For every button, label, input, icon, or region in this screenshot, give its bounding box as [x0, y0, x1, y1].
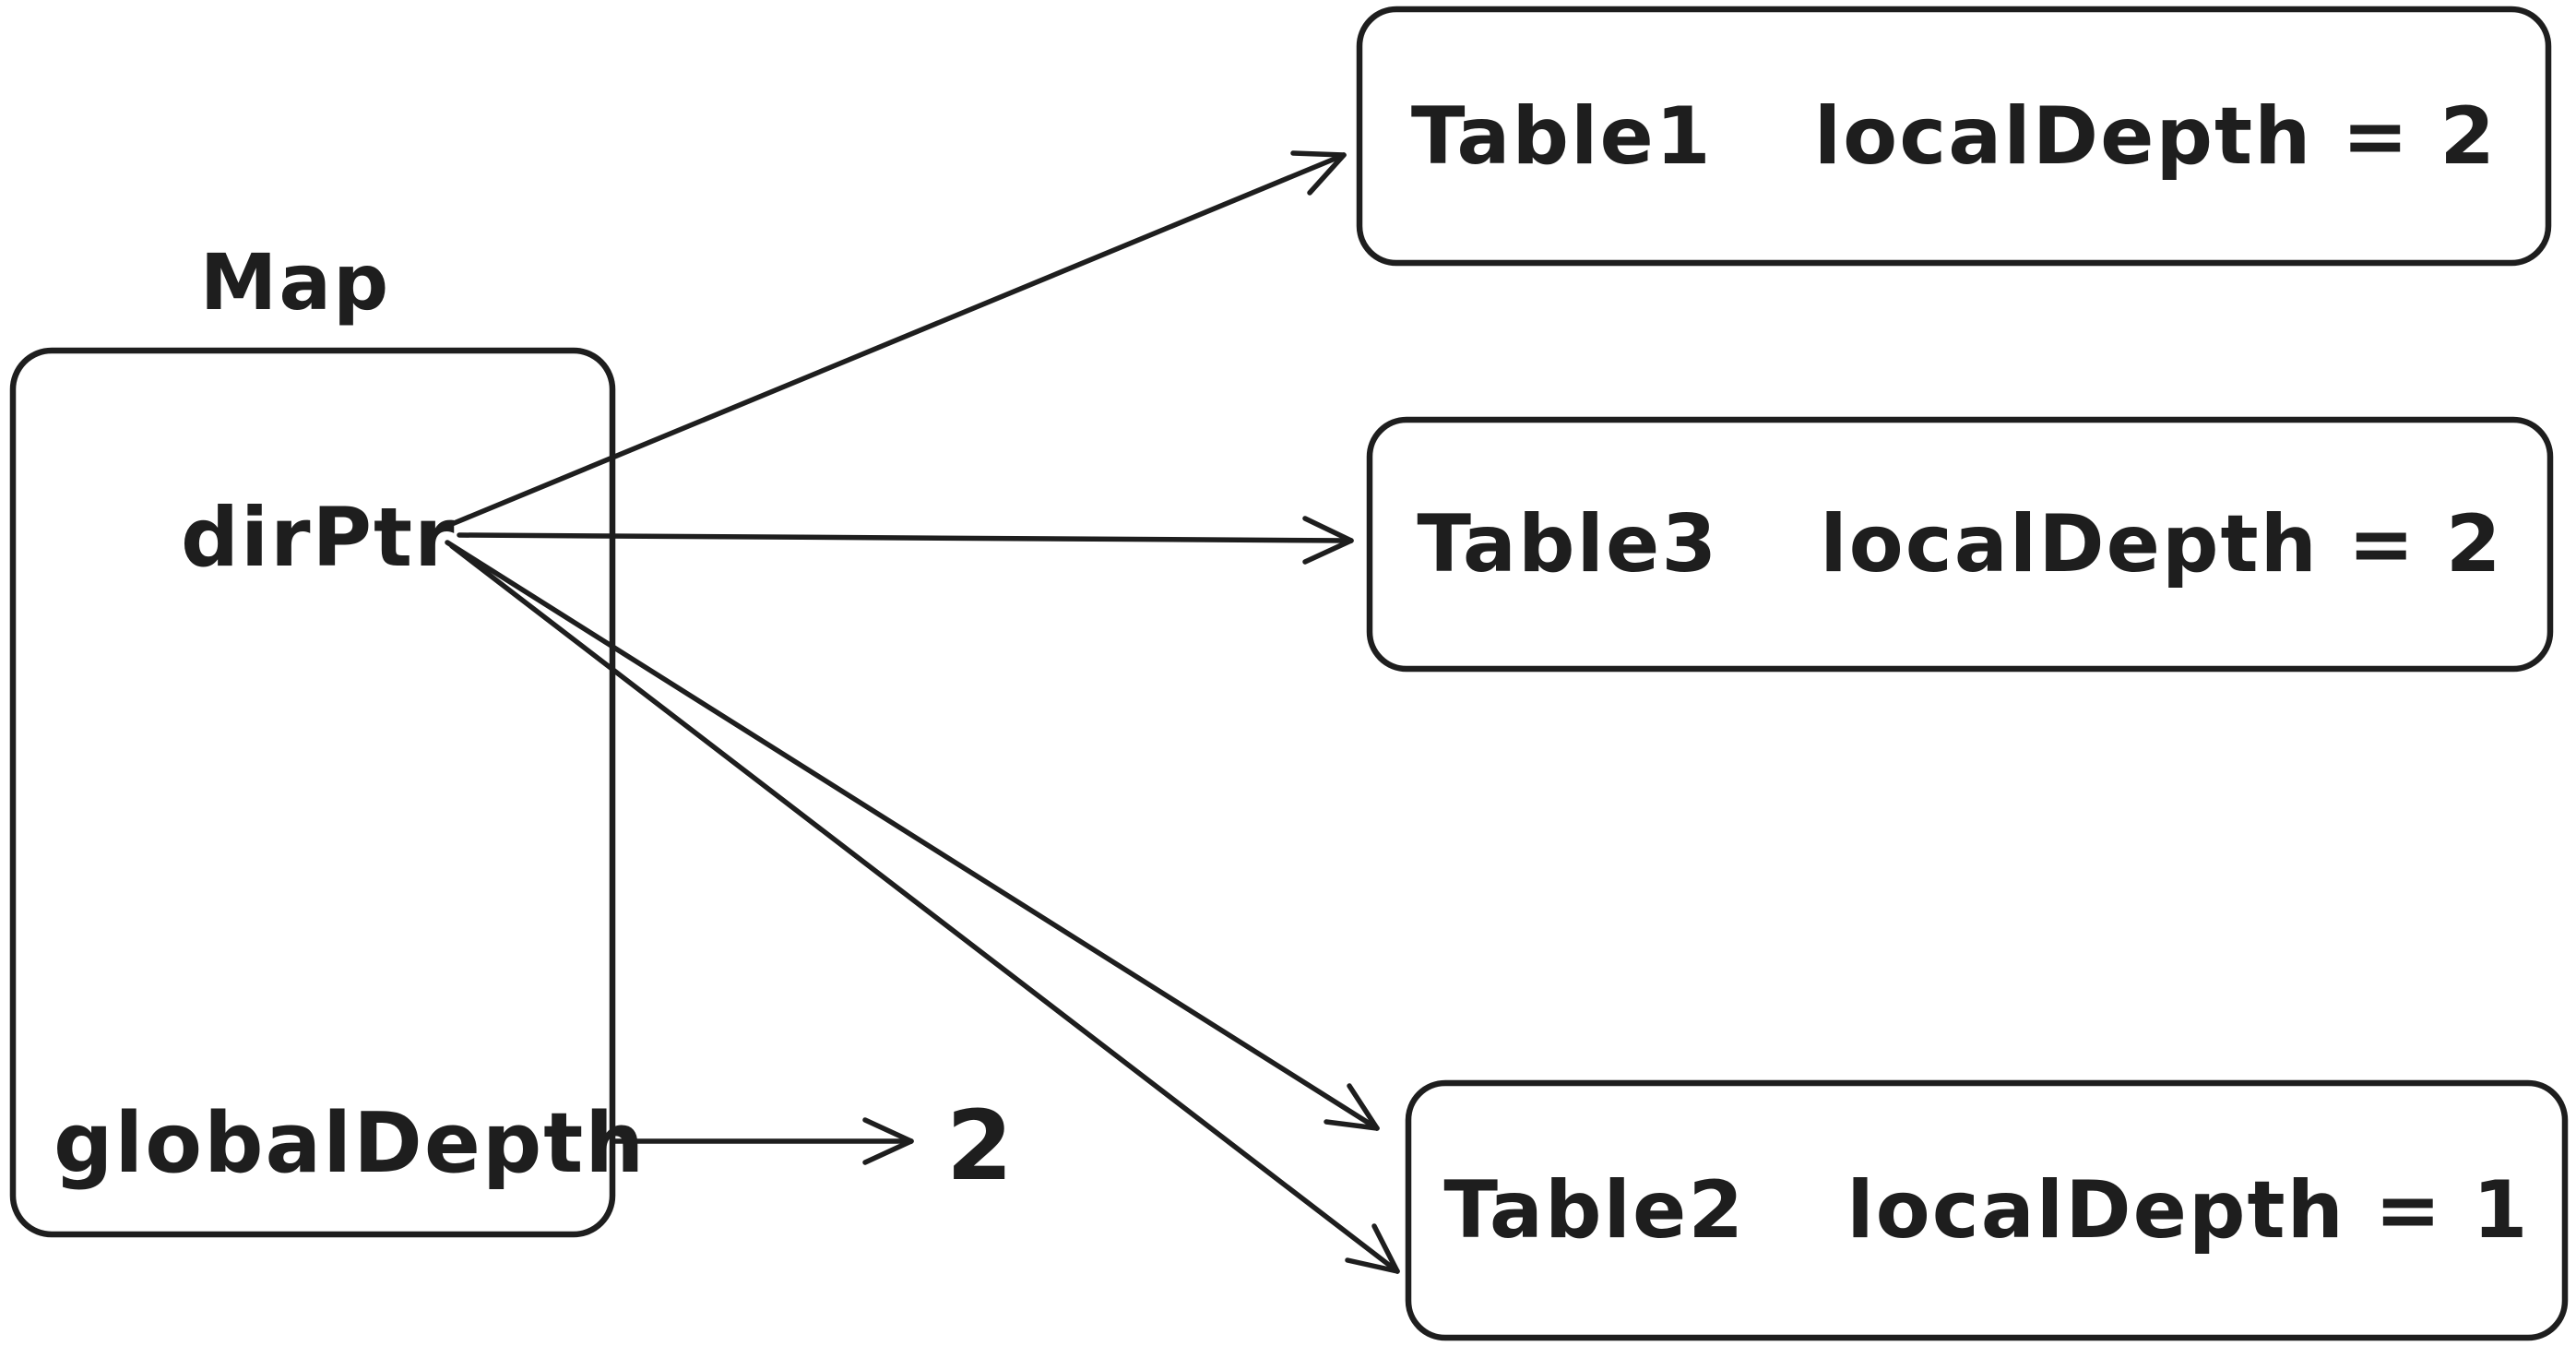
arrow-dirptr-to-table2-lower — [449, 543, 1400, 1274]
table2-name: Table2 — [1443, 1164, 1746, 1257]
table1-localdepth: localDepth = 2 — [1813, 89, 2498, 183]
arrow-dirptr-to-table3 — [457, 516, 1354, 565]
map-field-globaldepth: globalDepth — [53, 1095, 647, 1192]
table3-name: Table3 — [1417, 498, 1719, 590]
table1-name: Table1 — [1410, 89, 1713, 183]
map-box-outline — [9, 347, 616, 1238]
globaldepth-value: 2 — [945, 1090, 1015, 1202]
table1-box: Table1 localDepth = 2 — [1359, 9, 2548, 263]
table3-localdepth: localDepth = 2 — [1820, 498, 2503, 590]
table2-localdepth: localDepth = 1 — [1846, 1164, 2530, 1257]
table2-box-outline — [1405, 1079, 2569, 1341]
map-box-title: Map — [199, 237, 391, 328]
table3-box: Table3 localDepth = 2 — [1370, 420, 2550, 669]
arrow-dirptr-to-table2-upper — [445, 540, 1380, 1131]
map-field-dirptr: dirPtr — [181, 490, 457, 585]
arrow-globaldepth-to-value — [611, 1117, 914, 1165]
table3-box-outline — [1366, 416, 2554, 673]
table1-box-outline — [1356, 6, 2552, 267]
arrow-dirptr-to-table1 — [449, 150, 1347, 527]
table2-box: Table2 localDepth = 1 — [1408, 1083, 2565, 1338]
